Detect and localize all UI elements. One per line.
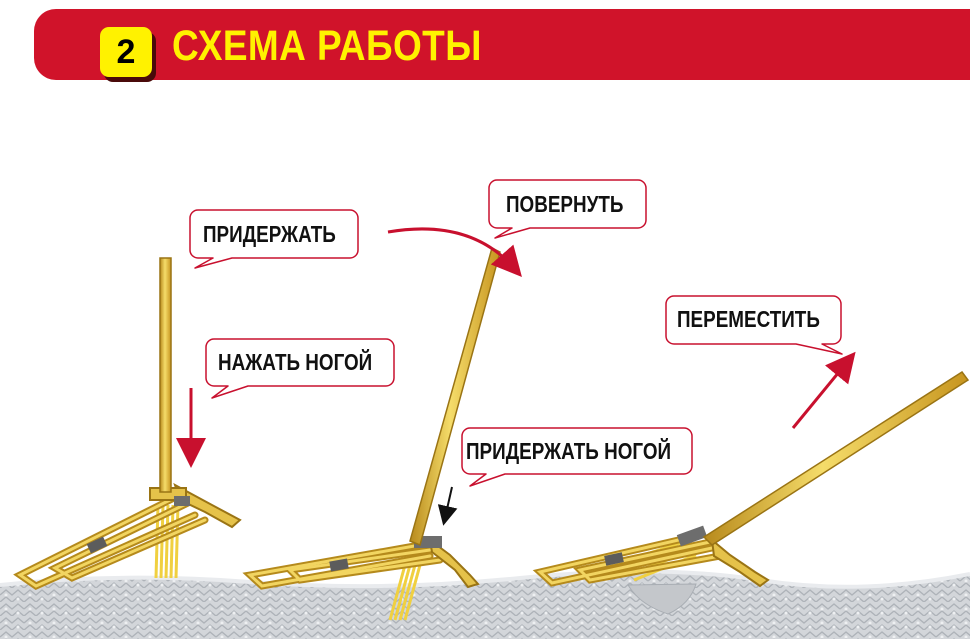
handle-stage-2 <box>409 246 501 547</box>
soil-clod <box>627 583 697 615</box>
callout-press-foot <box>205 338 395 399</box>
handle-stage-1 <box>159 257 172 493</box>
label-hold-foot: ПРИДЕРЖАТЬ НОГОЙ <box>466 438 672 464</box>
header-banner <box>34 9 970 80</box>
spade-stage-3 <box>532 370 970 615</box>
spade-stage-2 <box>242 246 501 621</box>
page-title: СХЕМА РАБОТЫ <box>172 22 482 70</box>
soil-ground <box>0 569 970 639</box>
spade-stage-1 <box>13 257 242 590</box>
label-rotate: ПОВЕРНУТЬ <box>506 191 624 217</box>
callout-rotate <box>488 179 647 239</box>
label-press-foot: НАЖАТЬ НОГОЙ <box>218 349 373 375</box>
tines-stage-2 <box>388 564 422 621</box>
label-hold: ПРИДЕРЖАТЬ <box>203 221 336 247</box>
move-arrow <box>791 351 856 429</box>
label-move: ПЕРЕМЕСТИТЬ <box>677 306 820 332</box>
step-number-badge: 2 <box>100 27 152 77</box>
callout-hold <box>189 209 359 269</box>
handle-stage-3 <box>702 370 970 546</box>
callout-hold-foot <box>461 427 693 487</box>
foot-hold-arrow <box>437 486 458 526</box>
rotate-arrow <box>387 227 522 278</box>
callout-move <box>665 295 843 355</box>
